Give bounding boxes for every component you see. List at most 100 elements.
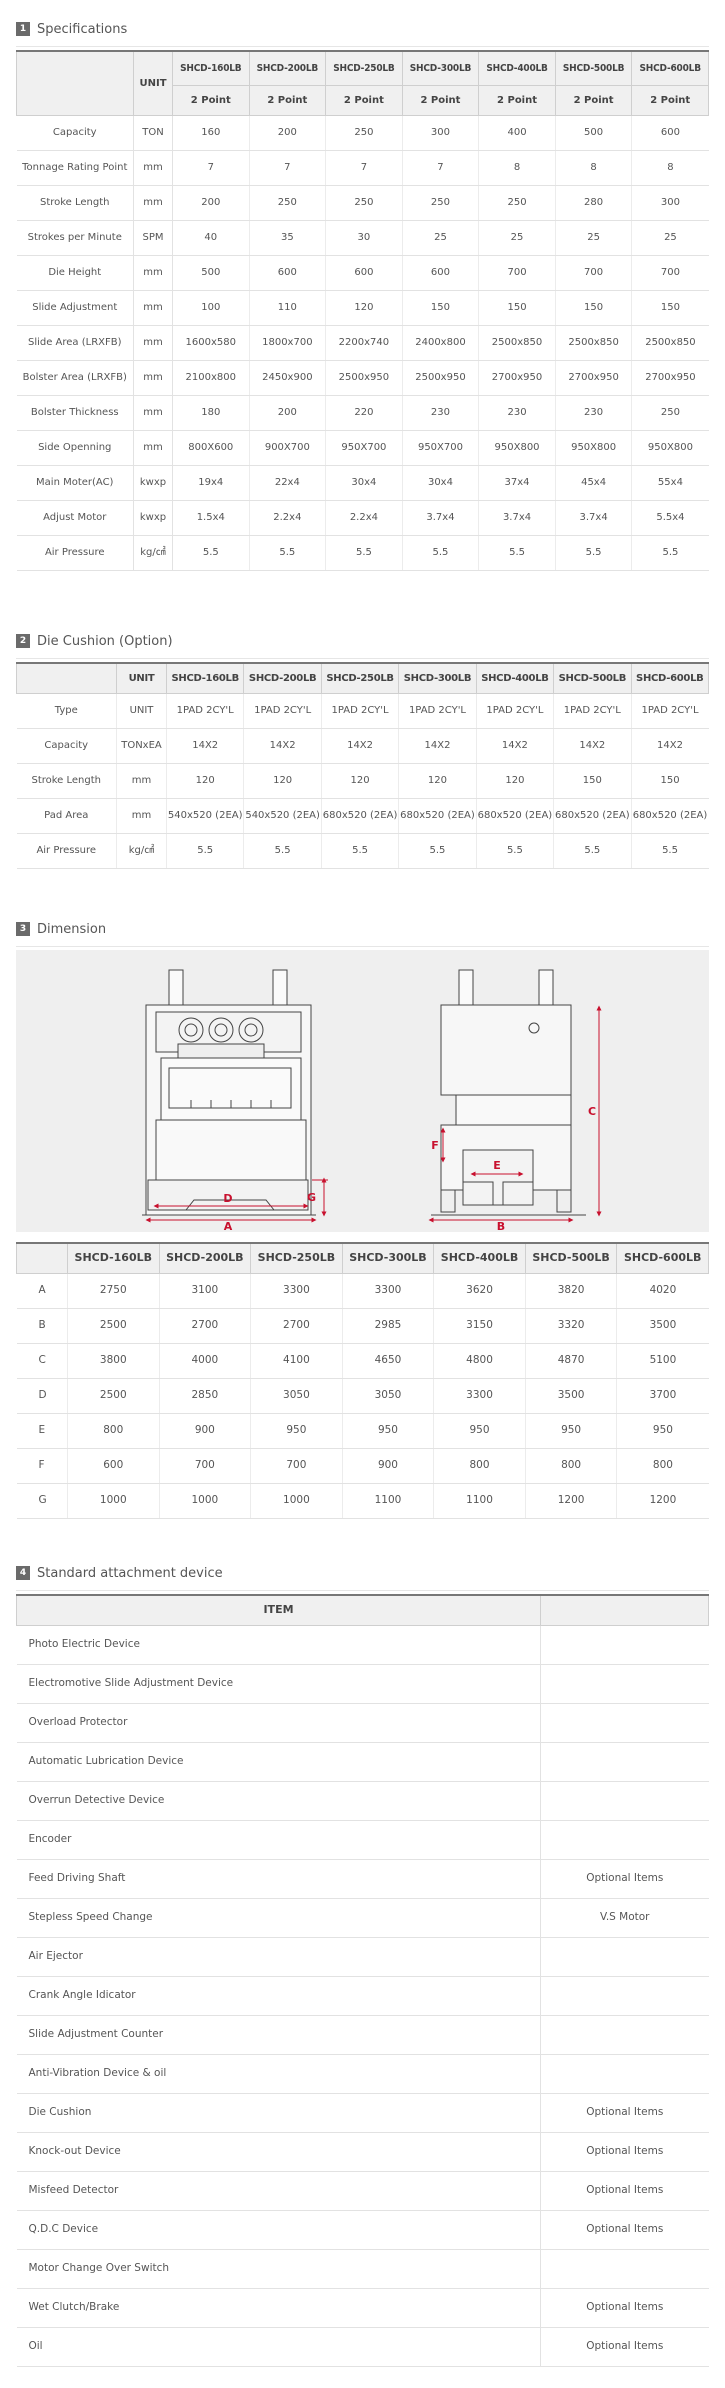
spec-cell: 2500x850: [631, 325, 709, 361]
spec-row-label: Capacity: [16, 115, 134, 151]
spec-cell: 5.5: [402, 535, 480, 571]
attachment-row: Anti-Vibration Device & oil: [16, 2054, 709, 2094]
attachment-item: Photo Electric Device: [16, 1625, 541, 1665]
cushion-row-unit: mm: [116, 763, 167, 799]
cushion-cell: 5.5: [398, 833, 477, 869]
spec-cell: 3.7x4: [478, 500, 556, 536]
attachment-item: Air Ejector: [16, 1937, 541, 1977]
spec-point-header: 2 Point: [631, 85, 709, 116]
attachment-note: [540, 1820, 709, 1860]
dim-model-header: SHCD-500LB: [524, 1243, 618, 1274]
dim-model-header: SHCD-160LB: [67, 1243, 160, 1274]
spec-cell: 700: [478, 255, 556, 291]
section-dimension-heading: 3 Dimension: [16, 918, 709, 947]
spec-row-label: Side Openning: [16, 430, 134, 466]
dimension-row-label: A: [16, 1273, 68, 1309]
dim-model-header: SHCD-250LB: [250, 1243, 343, 1274]
attachment-row: Air Ejector: [16, 1937, 709, 1977]
dim-label-e: E: [493, 1159, 501, 1172]
dimension-cell: 900: [342, 1448, 435, 1484]
spec-cell: 700: [631, 255, 709, 291]
spec-model-header: SHCD-500LB: [554, 51, 633, 86]
dimension-cell: 2500: [67, 1308, 160, 1344]
cushion-row-label: Stroke Length: [16, 763, 117, 799]
spec-model-header: SHCD-160LB: [172, 51, 250, 86]
spec-cell: 950X700: [325, 430, 403, 466]
dimension-cell: 3300: [250, 1273, 343, 1309]
spec-row-label: Bolster Thickness: [16, 395, 134, 431]
spec-row-unit: mm: [133, 430, 173, 466]
spec-cell: 2450x900: [249, 360, 327, 396]
dimension-cell: 800: [67, 1413, 160, 1449]
spec-cell: 8: [478, 150, 556, 186]
spec-cell: 280: [555, 185, 633, 221]
spec-row-unit: kwxp: [133, 500, 173, 536]
spec-unit-header: UNIT: [133, 51, 173, 116]
spec-cell: 250: [325, 185, 403, 221]
dimension-cell: 950: [342, 1413, 435, 1449]
cushion-model-header: SHCD-300LB: [398, 663, 477, 694]
dim-model-header: SHCD-600LB: [616, 1243, 709, 1274]
attachment-note: [540, 1625, 709, 1665]
spec-point-header: 2 Point: [478, 85, 556, 116]
dimension-cell: 800: [525, 1448, 618, 1484]
cushion-cell: 14X2: [398, 728, 477, 764]
dimension-cell: 3050: [250, 1378, 343, 1414]
spec-cell: 150: [555, 290, 633, 326]
dimension-cell: 1000: [67, 1483, 160, 1519]
spec-cell: 7: [325, 150, 403, 186]
spec-cell: 220: [325, 395, 403, 431]
spec-row-label: Slide Area (LRXFB): [16, 325, 134, 361]
spec-cell: 2700x950: [555, 360, 633, 396]
front-dimensions: [145, 1177, 328, 1223]
spec-row-label: Die Height: [16, 255, 134, 291]
dimension-cell: 3500: [525, 1378, 618, 1414]
dimension-cell: 2700: [250, 1308, 343, 1344]
cushion-cell: 5.5: [631, 833, 709, 869]
cushion-cell: 1PAD 2CY'L: [476, 693, 555, 729]
dim-model-header: SHCD-400LB: [433, 1243, 526, 1274]
cushion-cell: 5.5: [166, 833, 245, 869]
attachment-note-header: [540, 1595, 709, 1626]
spec-cell: 2500x850: [478, 325, 556, 361]
spec-point-header: 2 Point: [248, 85, 327, 116]
spec-row-label: Bolster Area (LRXFB): [16, 360, 134, 396]
dimension-cell: 3820: [525, 1273, 618, 1309]
section-attachment-heading: 4 Standard attachment device: [16, 1562, 709, 1591]
dimension-cell: 1200: [616, 1483, 709, 1519]
dimension-cell: 2700: [159, 1308, 252, 1344]
spec-row-label: Slide Adjustment: [16, 290, 134, 326]
spec-cell: 35: [249, 220, 327, 256]
attachment-note: [540, 1976, 709, 2016]
attachment-item: Stepless Speed Change: [16, 1898, 541, 1938]
cushion-row-label: Type: [16, 693, 117, 729]
section-specifications-heading: 1 Specifications: [16, 18, 709, 47]
cushion-cell: 5.5: [321, 833, 400, 869]
attachment-item: Q.D.C Device: [16, 2210, 541, 2250]
spec-row-unit: mm: [133, 290, 173, 326]
dimension-row-label: B: [16, 1308, 68, 1344]
attachment-note: V.S Motor: [540, 1898, 709, 1938]
die-cushion-table: UNIT SHCD-160LB SHCD-200LB SHCD-250LB SH…: [16, 662, 710, 869]
cushion-cell: 150: [553, 763, 632, 799]
spec-cell: 200: [249, 115, 327, 151]
spec-cell: 250: [325, 115, 403, 151]
dim-label-b: B: [497, 1220, 505, 1232]
attachment-note: Optional Items: [540, 2210, 709, 2250]
spec-cell: 45x4: [555, 465, 633, 501]
attachment-note: [540, 2054, 709, 2094]
cushion-cell: 120: [476, 763, 555, 799]
dimension-cell: 4870: [525, 1343, 618, 1379]
